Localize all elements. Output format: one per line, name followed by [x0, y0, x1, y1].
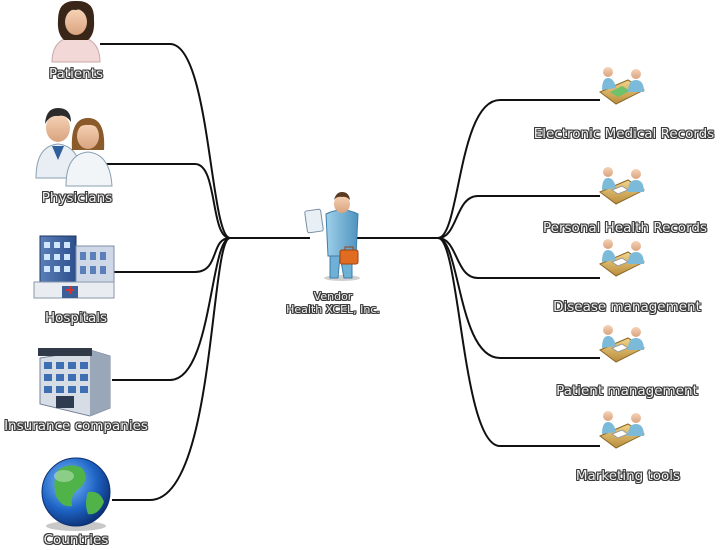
node-label-marketing-tools: Marketing tools — [575, 468, 681, 484]
connector-hospitals — [112, 237, 231, 273]
meeting-table-icon — [599, 325, 646, 363]
node-label-hospitals: Hospitals — [44, 310, 108, 326]
connector-insurance — [112, 237, 231, 381]
connector-emr — [437, 99, 600, 239]
node-label-countries: Countries — [43, 532, 109, 548]
meeting-table-icon — [599, 239, 646, 277]
connector-phr — [437, 195, 600, 239]
office-building-icon — [38, 348, 111, 417]
connector-physicians — [100, 163, 231, 239]
meeting-table-icon — [599, 67, 646, 105]
meeting-table-icon — [599, 167, 646, 205]
hospital-building-icon — [33, 235, 115, 299]
globe-icon — [41, 457, 111, 531]
node-label-physicians: Physicians — [41, 190, 113, 206]
meeting-table-icon — [599, 411, 646, 449]
physicians-icon — [35, 108, 113, 187]
connector-disease — [437, 237, 600, 279]
node-label-disease-management: Disease management — [553, 299, 701, 315]
connector-patient-mgmt — [437, 237, 600, 359]
center-label-line2: Health XCEL, Inc. — [286, 303, 380, 316]
vendor-person-icon — [304, 192, 360, 281]
patient-woman-icon — [51, 0, 101, 63]
connector-patients — [100, 43, 231, 239]
connector-marketing — [437, 237, 600, 447]
connector-countries — [112, 237, 231, 501]
node-label-patients: Patients — [48, 66, 104, 82]
center-label-line1: Vendor — [313, 290, 353, 303]
center-node-label: Vendor Health XCEL, Inc. — [286, 290, 380, 316]
node-label-electronic-medical-records: Electronic Medical Records — [533, 126, 715, 142]
node-label-personal-health-records: Personal Health Records — [543, 220, 707, 236]
node-label-insurance-companies: Insurance companies — [4, 418, 148, 434]
node-label-patient-management: Patient management — [556, 383, 698, 399]
